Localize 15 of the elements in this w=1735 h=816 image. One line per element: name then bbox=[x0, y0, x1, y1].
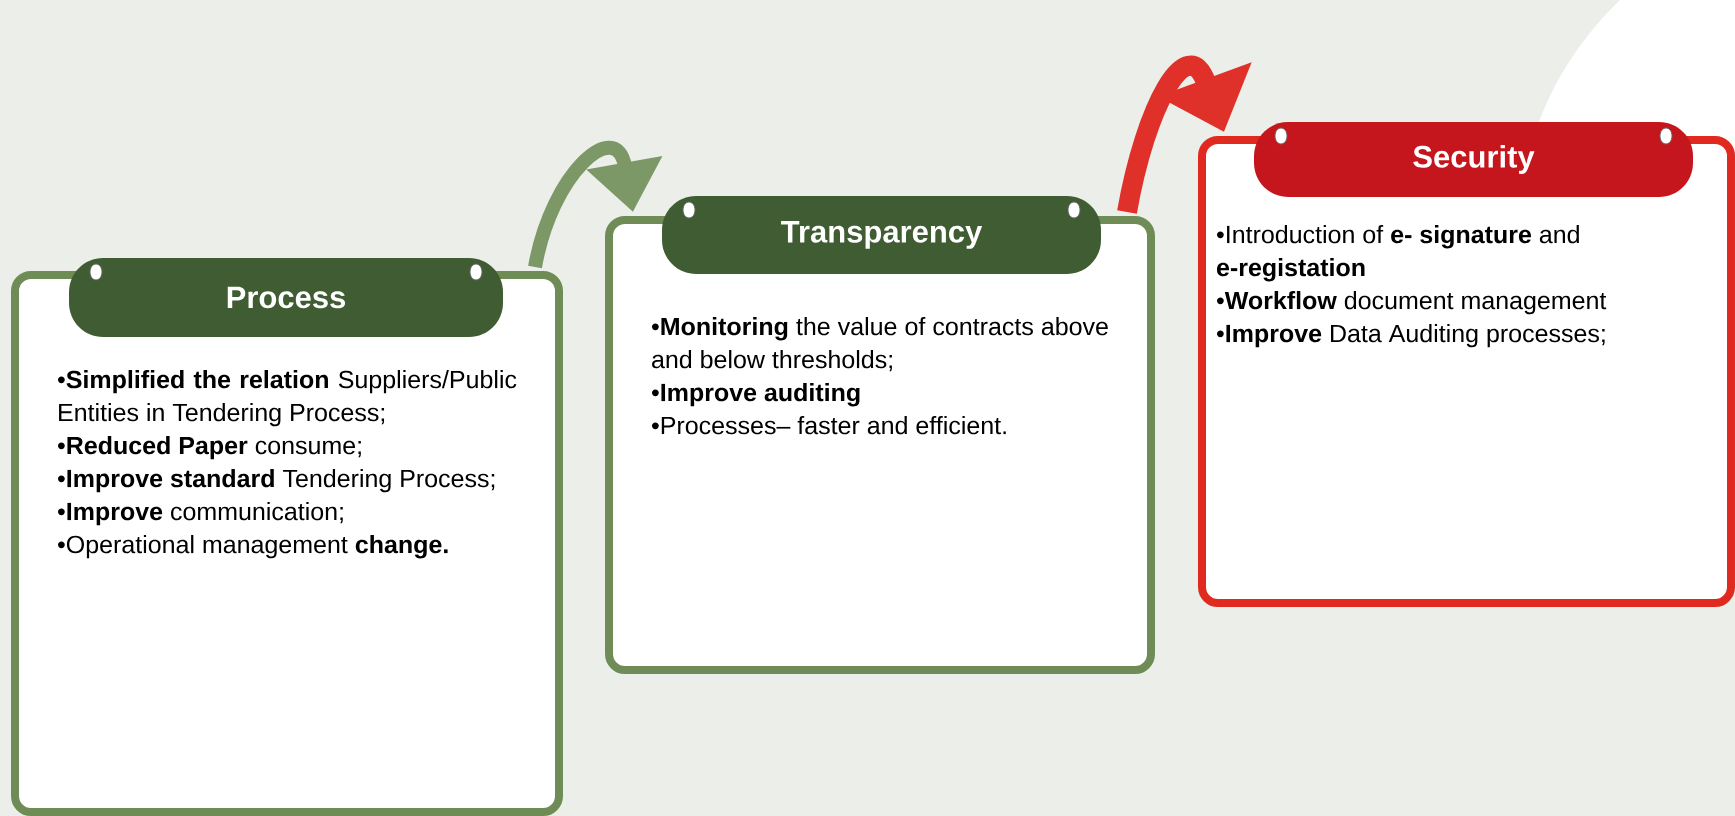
bullet-item: •Simplified the relation Suppliers/Public Entities in Tendering Process; bbox=[58, 370, 517, 427]
bullet-item: •Monitoring the value of contracts above and below thresholds; bbox=[652, 317, 1108, 372]
bullet-item: •Improve Data Auditing processes; bbox=[1217, 324, 1605, 348]
heading-pill: Security bbox=[1254, 122, 1693, 197]
heading-pill: Process bbox=[69, 258, 503, 337]
bullet-item: •Workflow document management bbox=[1217, 291, 1607, 315]
bullet-item: •Operational management change. bbox=[58, 535, 448, 559]
bullet-item: •Improve auditing bbox=[652, 383, 860, 407]
bullet-item: •Improve standard Tendering Process; bbox=[58, 469, 495, 493]
curved-arrow bbox=[1117, 56, 1252, 214]
bullet-item: •Processes– faster and efficient. bbox=[652, 416, 1006, 435]
curved-arrow bbox=[528, 140, 663, 269]
bullet-item: •Improve communication; bbox=[58, 502, 343, 526]
bullet-item: •Reduced Paper consume; bbox=[58, 436, 361, 460]
heading-pill: Transparency bbox=[662, 196, 1101, 274]
